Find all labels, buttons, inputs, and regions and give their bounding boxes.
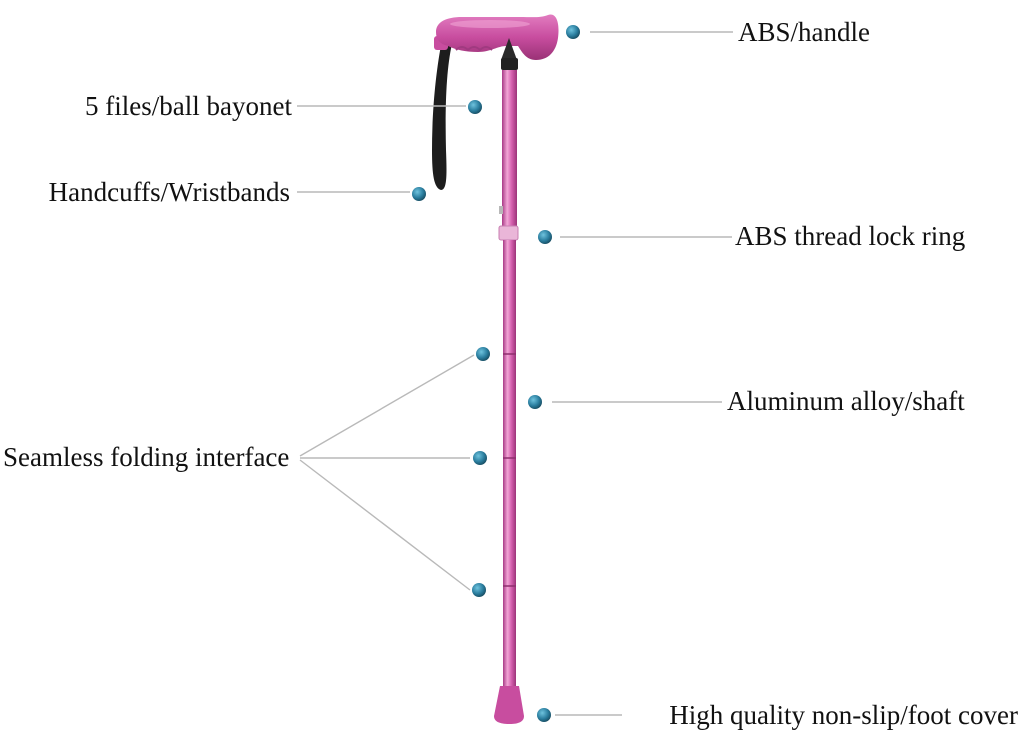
marker-dot-lock-ring	[538, 230, 552, 244]
label-foot: High quality non-slip/foot cover	[669, 700, 1018, 730]
label-folding: Seamless folding interface	[3, 442, 289, 472]
marker-dot-bayonet	[468, 100, 482, 114]
upper-shaft	[502, 70, 517, 228]
label-wristband: Handcuffs/Wristbands	[49, 177, 290, 207]
leader-lines	[297, 31, 733, 716]
marker-dots	[412, 25, 580, 722]
lock-ring	[498, 225, 519, 241]
handle-collar	[501, 38, 518, 70]
marker-dot-shaft	[528, 395, 542, 409]
marker-dot-folding-1	[476, 347, 490, 361]
lower-shaft	[503, 240, 516, 686]
callout-labels: ABS/handle 5 files/ball bayonet Handcuff…	[3, 17, 1018, 730]
marker-dot-folding-3	[472, 583, 486, 597]
folding-joints	[503, 353, 516, 587]
marker-dot-wristband	[412, 187, 426, 201]
marker-dot-folding-2	[473, 451, 487, 465]
cane-illustration	[432, 14, 559, 724]
wrist-strap	[432, 36, 452, 190]
marker-dot-foot	[537, 708, 551, 722]
marker-dot-handle	[566, 25, 580, 39]
cane-handle	[436, 14, 559, 60]
label-bayonet: 5 files/ball bayonet	[85, 91, 292, 121]
label-handle: ABS/handle	[738, 17, 870, 47]
foot-cover	[494, 686, 524, 724]
label-lock-ring: ABS thread lock ring	[735, 221, 965, 251]
bayonet-button	[499, 206, 503, 214]
label-shaft: Aluminum alloy/shaft	[727, 386, 965, 416]
